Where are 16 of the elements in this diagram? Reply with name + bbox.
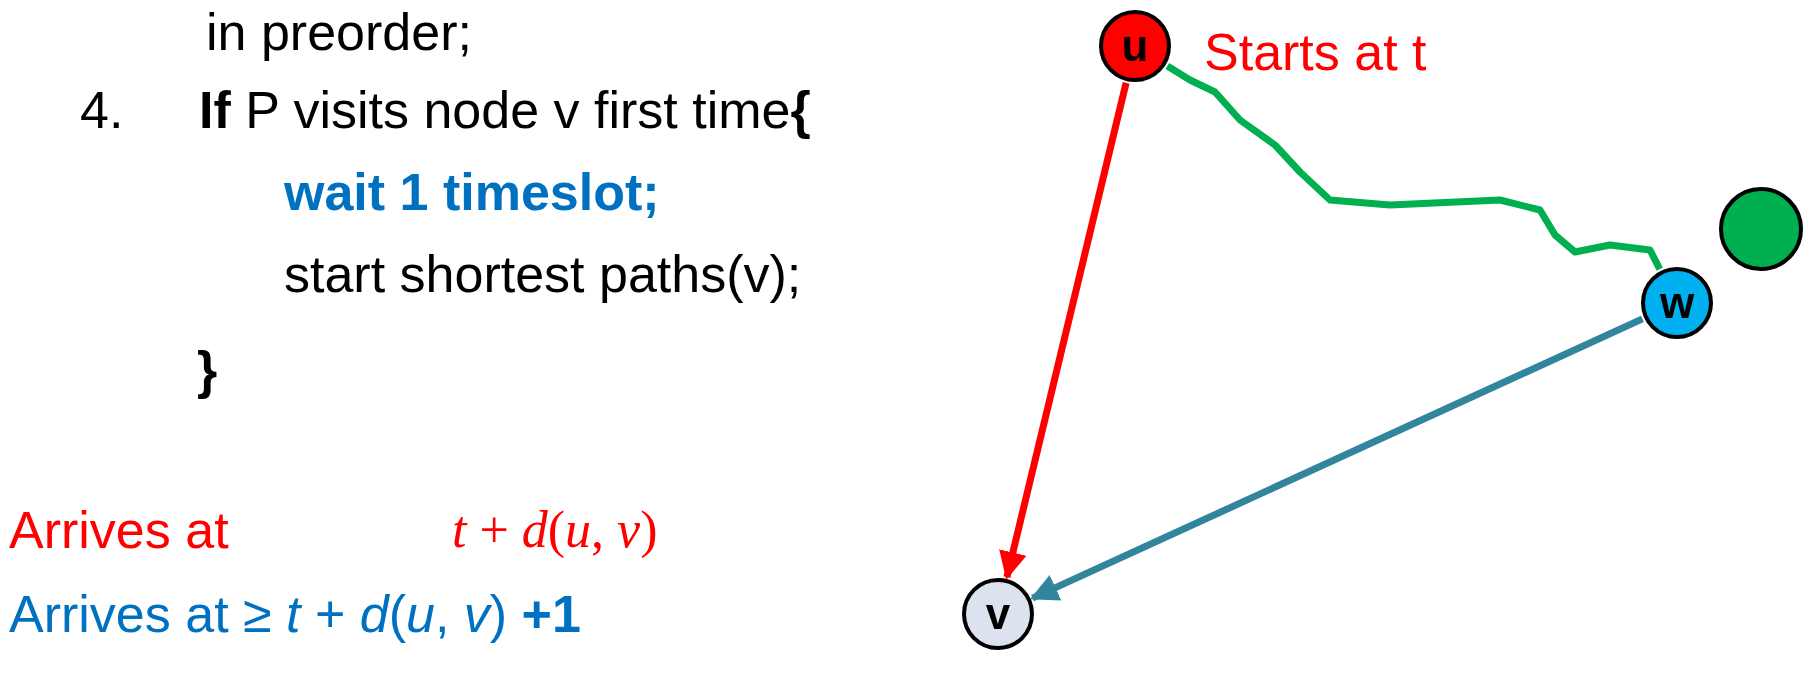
node-circle: w (1641, 267, 1713, 339)
code-line: wait 1 timeslot; (284, 162, 660, 222)
formula-text: t + d(u, v) (452, 500, 658, 560)
code-line: If P visits node v first time{ (199, 80, 811, 140)
node-circle: u (1099, 10, 1171, 82)
code-line: start shortest paths(v); (284, 244, 802, 304)
connector-line (1165, 63, 1663, 271)
note-text: Arrives at (9, 500, 229, 560)
node-circle: v (962, 578, 1034, 650)
code-line: in preorder; (206, 2, 472, 62)
code-line: } (197, 340, 218, 400)
arrow (1030, 315, 1644, 602)
note-text: Arrives at ≥ t + d(u, v) +1 (9, 584, 581, 644)
node-caption: Starts at t (1204, 22, 1427, 82)
step-number: 4. (80, 80, 124, 140)
arrow (999, 82, 1130, 580)
